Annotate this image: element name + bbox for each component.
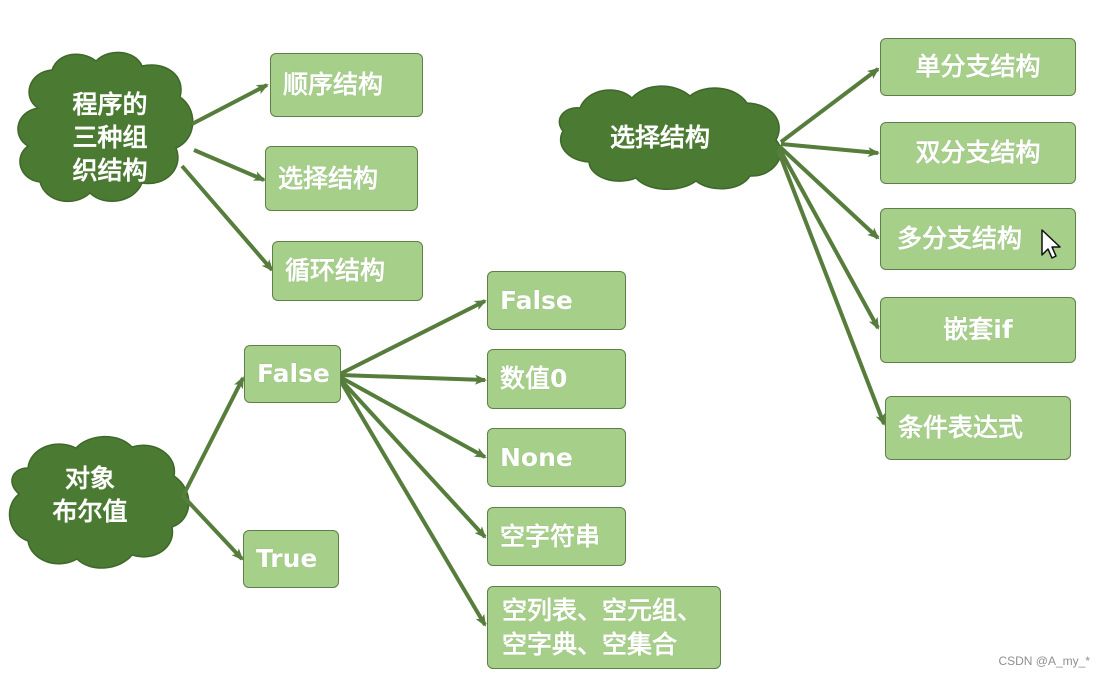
conditional-expression-label: 条件表达式 — [898, 413, 1024, 443]
boolean-cloud — [8, 435, 190, 569]
program-structure-cloud-label: 程序的 三种组 织结构 — [72, 90, 148, 185]
arrow-to-loop-structure — [180, 164, 274, 272]
arrow-to-sequential-structure — [191, 83, 269, 126]
false-value-label: False — [500, 285, 573, 315]
arrow-to-true-node — [180, 493, 244, 561]
arrow-to-false-node — [182, 376, 245, 495]
single-branch-label: 单分支结构 — [915, 52, 1041, 82]
arrow-to-single-branch — [779, 67, 880, 144]
selection-cloud-label: 选择结构 — [609, 123, 710, 152]
single-branch-box: 单分支结构 — [880, 38, 1076, 96]
empty-string-label: 空字符串 — [500, 521, 601, 551]
false-node-label: False — [257, 359, 330, 389]
watermark: CSDN @A_my_* — [998, 654, 1090, 668]
arrow-to-empty-string — [338, 377, 487, 539]
double-branch-label: 双分支结构 — [915, 138, 1041, 168]
loop-structure-box: 循环结构 — [272, 241, 423, 301]
arrow-to-empty-collections — [338, 378, 487, 627]
selection-structure-label-left: 选择结构 — [278, 163, 379, 193]
loop-structure-label: 循环结构 — [285, 256, 386, 286]
double-branch-box: 双分支结构 — [880, 122, 1076, 184]
zero-value-box: 数值0 — [487, 349, 626, 409]
nested-if-box: 嵌套if — [880, 297, 1076, 363]
multi-branch-label: 多分支结构 — [897, 224, 1023, 254]
zero-value-label: 数值0 — [500, 364, 568, 394]
arrow-to-nested-if — [777, 147, 880, 330]
arrow-to-false-value — [339, 299, 487, 376]
arrow-to-multi-branch — [777, 144, 880, 240]
arrow-to-selection-structure-left — [193, 148, 266, 182]
none-value-box: None — [487, 428, 626, 487]
false-node-box: False — [244, 345, 341, 403]
nested-if-label: 嵌套if — [943, 315, 1013, 345]
none-value-label: None — [500, 442, 573, 472]
sequential-structure-label: 顺序结构 — [283, 70, 384, 100]
arrow-to-conditional-expression — [776, 149, 886, 426]
sequential-structure-box: 顺序结构 — [270, 53, 423, 117]
true-node-box: True — [243, 530, 339, 588]
arrow-to-double-branch — [780, 142, 880, 158]
empty-string-box: 空字符串 — [487, 507, 626, 566]
mouse-pointer-icon — [1041, 229, 1061, 259]
false-value-box: False — [487, 271, 626, 330]
selection-structure-box-left: 选择结构 — [265, 146, 418, 211]
true-node-label: True — [256, 544, 318, 574]
program-structure-cloud — [17, 51, 194, 203]
empty-collections-label: 空列表、空元组、 空字典、空集合 — [502, 595, 703, 659]
selection-cloud — [558, 85, 782, 191]
conditional-expression-box: 条件表达式 — [885, 396, 1071, 460]
arrow-to-zero-value — [339, 373, 487, 385]
empty-collections-box: 空列表、空元组、 空字典、空集合 — [487, 586, 721, 669]
boolean-cloud-label: 对象 布尔值 — [52, 464, 128, 526]
arrow-to-none-value — [339, 375, 487, 459]
multi-branch-box: 多分支结构 — [880, 208, 1076, 270]
